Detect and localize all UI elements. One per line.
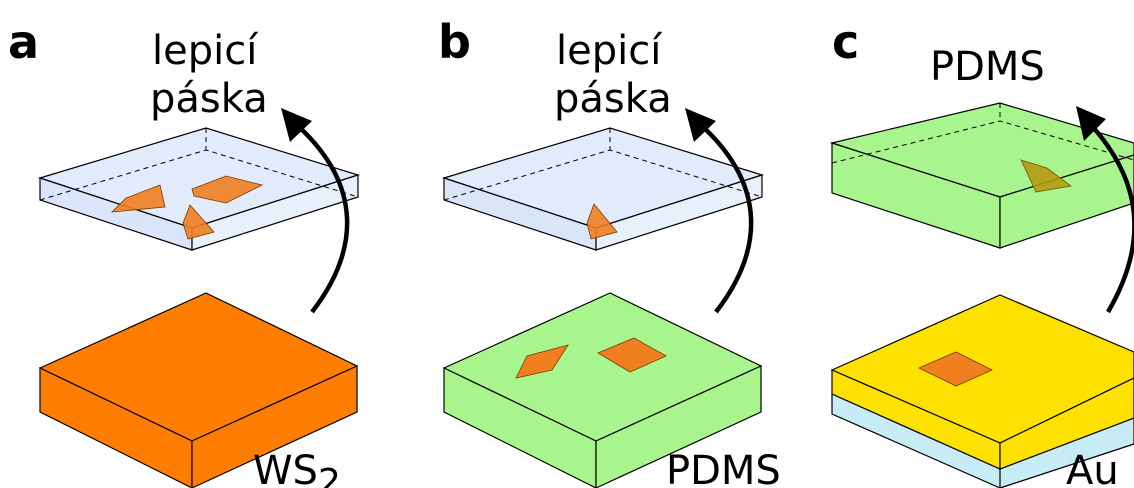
- tape-label-line2: páska: [150, 76, 268, 122]
- pdms-stamp-box: [829, 102, 1134, 249]
- panel-b: b lepicí páska PDMS: [438, 15, 781, 488]
- ws2-flake: [1020, 159, 1072, 193]
- tape-label-line1: lepicí: [152, 28, 259, 74]
- adhesive-tape-box: [38, 127, 361, 251]
- panel-a: a lepicí páska WS2: [8, 15, 361, 488]
- gold-label: Au: [1066, 448, 1119, 488]
- panel-letter-a: a: [8, 15, 39, 69]
- tape-label-line2: páska: [554, 76, 672, 122]
- arrowhead-icon: [1076, 106, 1106, 141]
- panel-letter-b: b: [438, 15, 471, 69]
- ws2-flake: [918, 351, 993, 387]
- tape-label-line1: lepicí: [556, 28, 663, 74]
- arrowhead-icon: [281, 108, 312, 142]
- panel-letter-c: c: [832, 15, 859, 69]
- ws2-crystal-box: [38, 292, 359, 488]
- ws2-flake: [182, 204, 215, 240]
- ws2-flake: [586, 203, 618, 240]
- pdms-stamp-label: PDMS: [930, 44, 1045, 90]
- adhesive-tape-box: [442, 127, 765, 251]
- ws2-flake: [191, 175, 264, 204]
- arrowhead-icon: [685, 108, 716, 142]
- panel-c: c PDMS Au: [829, 15, 1134, 488]
- pdms-stamp-box: [442, 292, 763, 488]
- lift-arrow-icon: [700, 124, 754, 314]
- ws2-flake: [110, 184, 166, 213]
- ws2-label: WS2: [253, 448, 341, 488]
- gold-substrate-box: [830, 294, 1134, 488]
- lift-arrow-icon: [296, 124, 350, 314]
- ws2-flake: [515, 344, 569, 379]
- ws2-flake: [597, 337, 667, 373]
- pdms-label: PDMS: [666, 448, 781, 488]
